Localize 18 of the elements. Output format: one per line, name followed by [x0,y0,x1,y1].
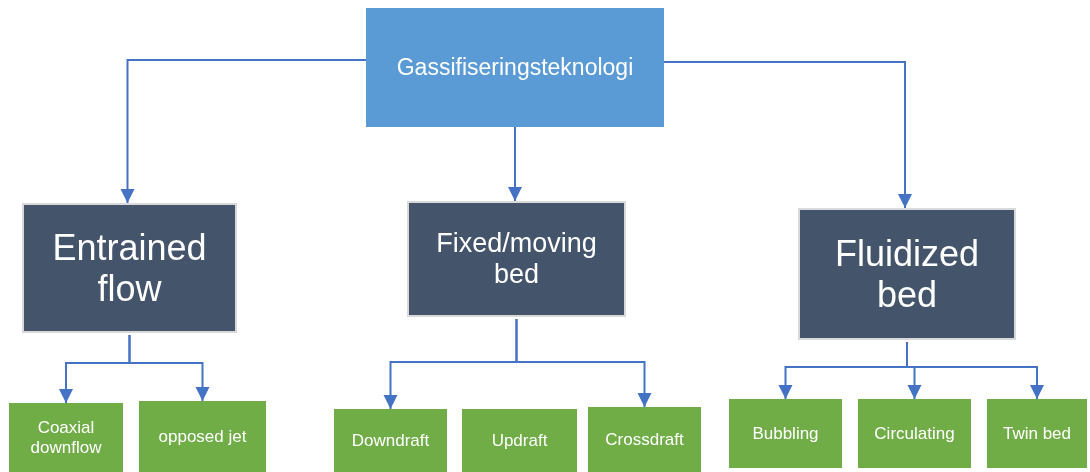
arrow [906,341,1044,400]
subtype-box: opposed jet [139,401,266,472]
arrow [663,61,912,209]
arrow [515,318,652,408]
arrow [128,334,210,402]
category-box: Entrained flow [22,203,237,333]
subtype-box: Downdraft [334,409,447,472]
category-box: Fluidized bed [798,208,1016,340]
subtype-box: Bubbling [729,399,842,468]
subtype-box: Twin bed [987,399,1087,468]
title-box: Gassifiseringsteknologi [366,8,664,127]
subtype-box: Updraft [462,409,577,472]
arrow [508,126,522,202]
subtype-box: Crossdraft [588,407,701,472]
arrow [120,59,367,204]
subtype-box: Coaxial downflow [9,403,123,472]
subtype-box: Circulating [858,399,971,468]
category-box: Fixed/moving bed [407,201,626,317]
